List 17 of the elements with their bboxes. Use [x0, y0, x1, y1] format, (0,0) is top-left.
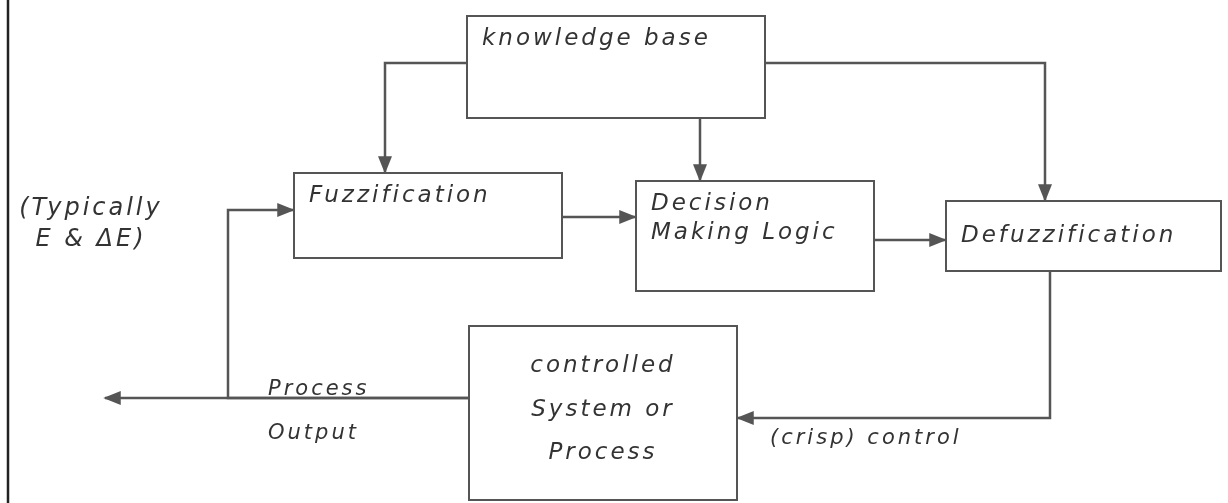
- arrow: [563, 210, 637, 224]
- process-box: [945, 200, 1222, 272]
- box-label: controlled System or Process: [529, 350, 677, 467]
- arrow: [226, 203, 468, 400]
- arrow: [693, 119, 707, 182]
- box-label: Fuzzification: [309, 180, 492, 209]
- process-box: [293, 172, 563, 259]
- edge-label: Process Output: [268, 375, 371, 447]
- process-box: [466, 15, 766, 119]
- box-label: knowledge base: [482, 23, 712, 52]
- arrow: [766, 61, 1052, 202]
- arrow: [875, 233, 947, 247]
- box-label: Defuzzification: [961, 220, 1178, 249]
- arrow: [378, 61, 466, 174]
- process-box: [468, 325, 738, 501]
- process-box: [635, 180, 875, 292]
- box-label: Decision Making Logic: [651, 188, 839, 246]
